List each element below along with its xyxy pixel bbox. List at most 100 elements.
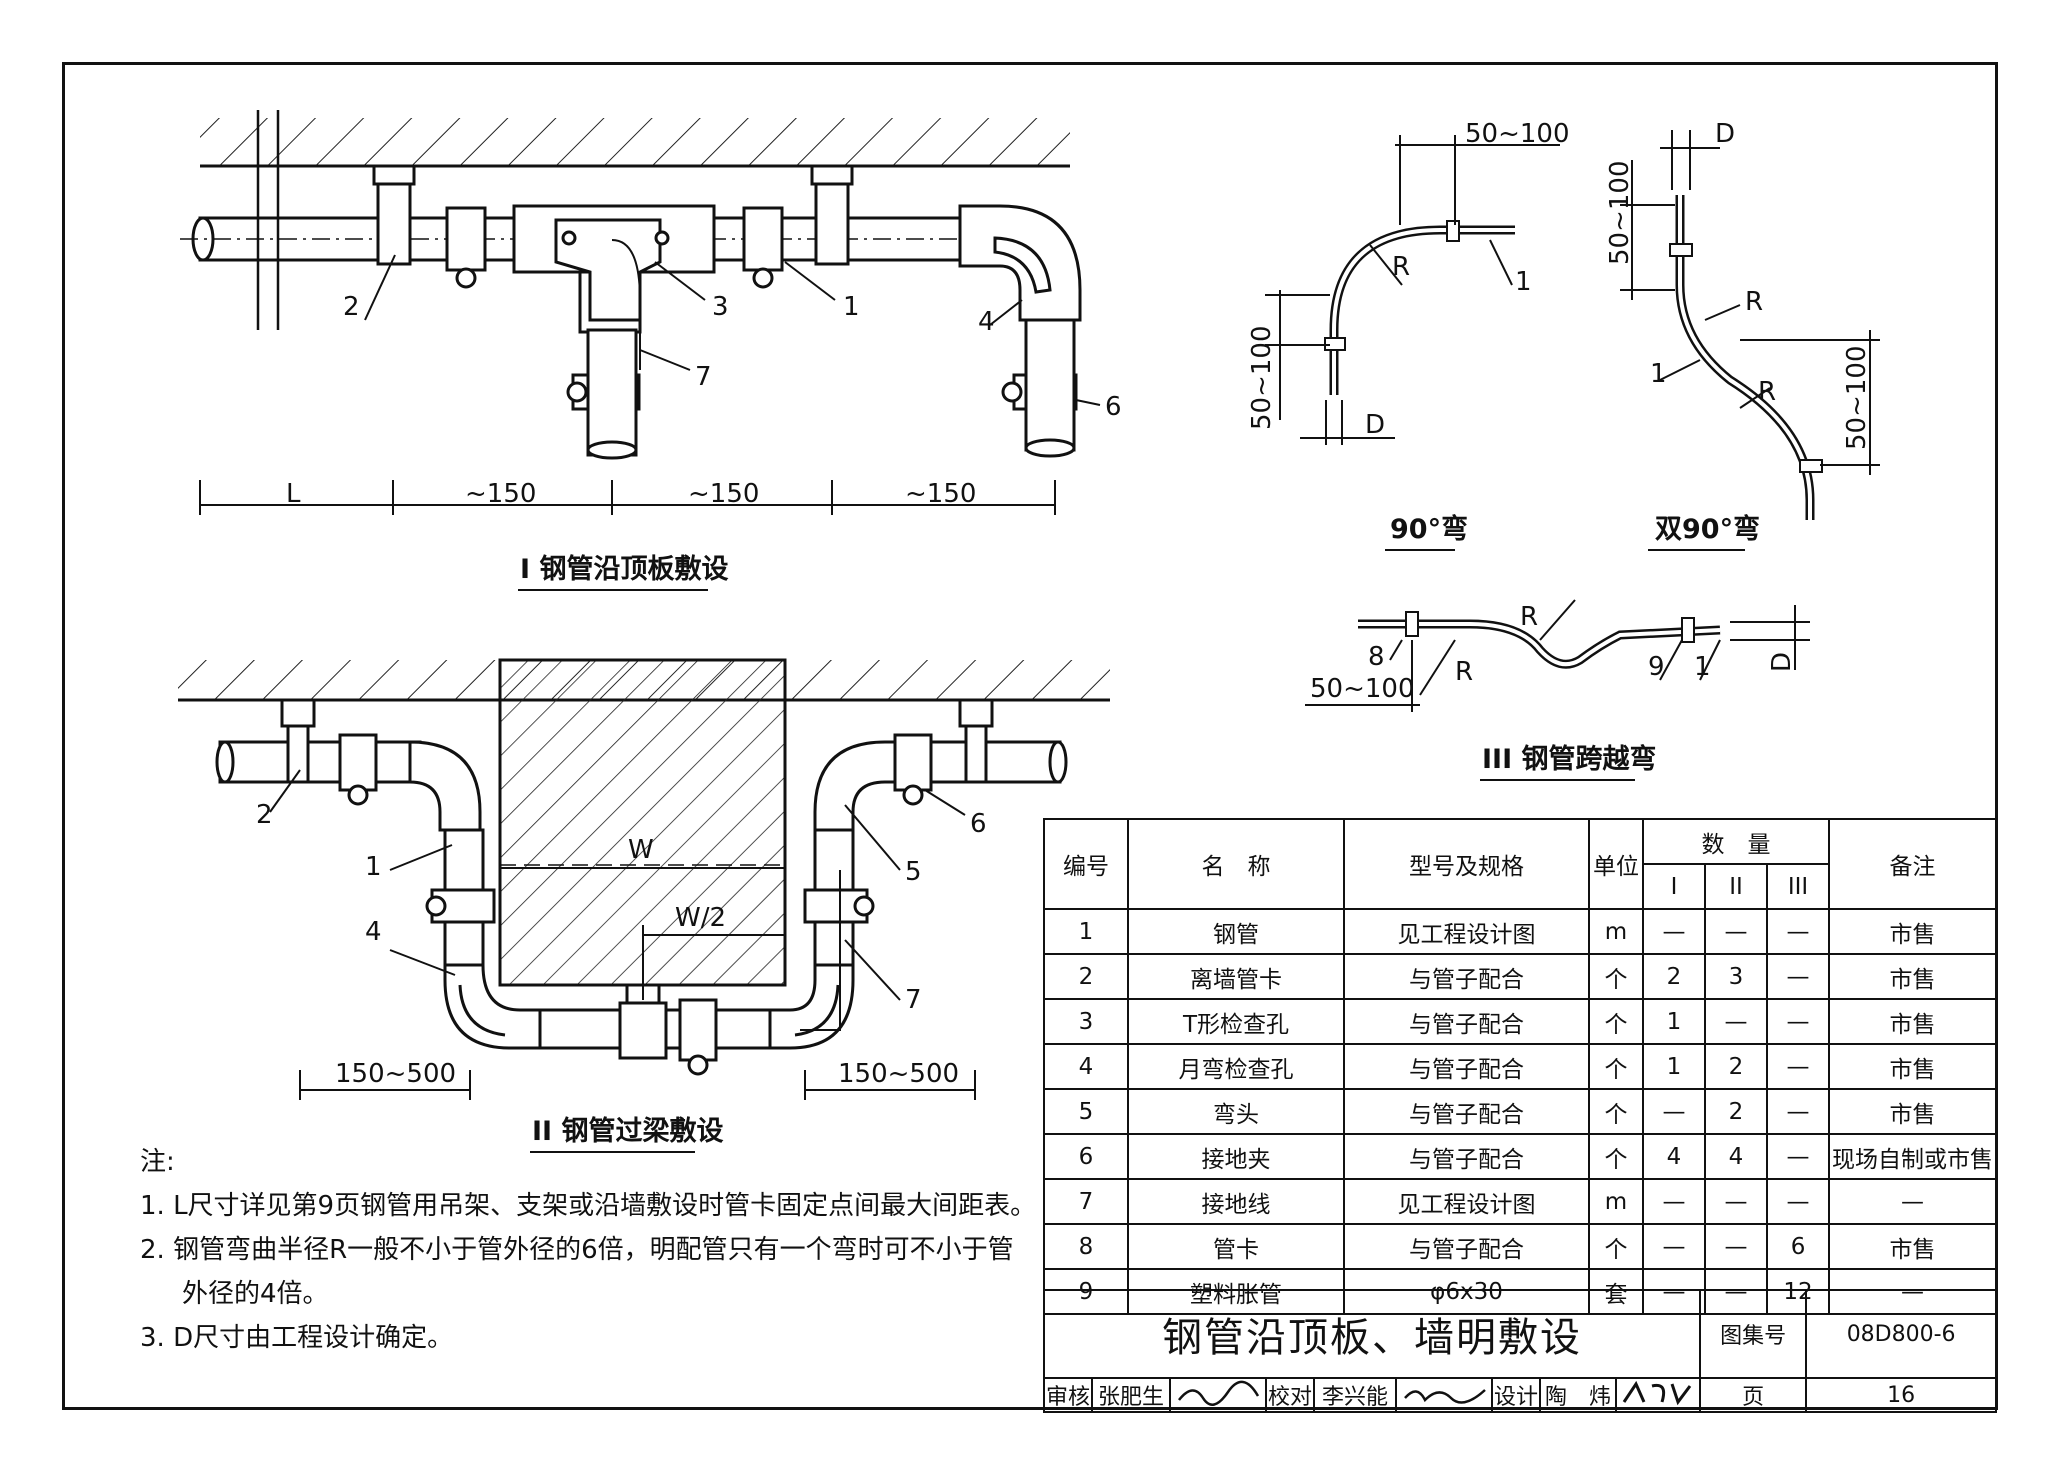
review-name: 张肥生 <box>1091 1377 1171 1413</box>
ceiling-slab-I <box>200 118 1070 166</box>
label-d90-R2: R <box>1758 377 1776 407</box>
cell-spec: 与管子配合 <box>1343 1133 1590 1180</box>
cell-q1: — <box>1642 908 1706 955</box>
cell-q2: 3 <box>1704 953 1768 1000</box>
atlas-label: 图集号 <box>1699 1289 1808 1379</box>
cell-unit: 个 <box>1588 1043 1644 1090</box>
cell-unit: 个 <box>1588 1133 1644 1180</box>
dim-d90-b: 50~100 <box>1842 346 1872 451</box>
diagram-90-bend: 50~100 50~100 D R 1 90°弯 <box>1247 119 1570 551</box>
callout-II-6: 6 <box>970 809 987 839</box>
caption-II: II 钢管过梁敷设 <box>532 1115 724 1147</box>
review-label: 审核 <box>1043 1377 1093 1413</box>
cell-q2: — <box>1704 908 1768 955</box>
note-2: 2. 钢管弯曲半径R一般不小于管外径的6倍，明配管只有一个弯时可不小于管 <box>140 1235 1014 1265</box>
diagram-double-90-bend: D 50~100 50~100 R R 1 双90°弯 <box>1605 119 1880 551</box>
dim-II-150b: 150~500 <box>838 1059 959 1089</box>
callout-II-7: 7 <box>905 985 922 1015</box>
notes: 注: 1. L尺寸详见第9页钢管用吊架、支架或沿墙敷设时管卡固定点间最大间距表。… <box>140 1140 1037 1360</box>
callout-I-2: 2 <box>343 292 360 322</box>
elbow-inspection-fitting <box>958 204 1082 458</box>
cell-unit: 个 <box>1588 1088 1644 1135</box>
cell-spec: 与管子配合 <box>1343 1088 1590 1135</box>
cell-unit: m <box>1588 1178 1644 1225</box>
cell-no: 2 <box>1043 953 1129 1000</box>
cell-q3: — <box>1765 1133 1831 1180</box>
cell-q3: 6 <box>1765 1223 1831 1270</box>
cell-q2: 2 <box>1704 1088 1768 1135</box>
cell-q1: — <box>1642 1088 1706 1135</box>
cell-spec: 与管子配合 <box>1343 1223 1590 1270</box>
cell-no: 6 <box>1043 1133 1129 1180</box>
label-90-R: R <box>1392 252 1410 282</box>
design-name: 陶 炜 <box>1539 1377 1617 1413</box>
dim-d90-D: D <box>1715 119 1735 149</box>
standoff-clamp <box>372 164 854 266</box>
cell-unit: 个 <box>1588 998 1644 1045</box>
cell-spec: 与管子配合 <box>1343 953 1590 1000</box>
cell-name: 弯头 <box>1127 1088 1345 1135</box>
cell-q3: — <box>1765 953 1831 1000</box>
dim-II-150a: 150~500 <box>335 1059 456 1089</box>
cell-q3: — <box>1765 998 1831 1045</box>
cell-name: T形检查孔 <box>1127 998 1345 1045</box>
review-signature <box>1169 1377 1267 1413</box>
check-name: 李兴能 <box>1313 1377 1397 1413</box>
note-1: 1. L尺寸详见第9页钢管用吊架、支架或沿墙敷设时管卡固定点间最大间距表。 <box>140 1191 1037 1221</box>
dim-II-W2: W/2 <box>675 903 726 933</box>
callout-I-3: 3 <box>712 292 729 322</box>
cell-q1: — <box>1642 1178 1706 1225</box>
cell-remark: 市售 <box>1828 1223 1998 1270</box>
dim-I-L: L <box>286 479 301 509</box>
callout-II-4: 4 <box>365 917 382 947</box>
cell-q3: — <box>1765 1043 1831 1090</box>
check-signature-scribble <box>1404 1389 1486 1404</box>
label-d90-R1: R <box>1745 287 1763 317</box>
cell-name: 钢管 <box>1127 908 1345 955</box>
callout-II-2: 2 <box>256 800 273 830</box>
cell-q1: 2 <box>1642 953 1706 1000</box>
caption-90: 90°弯 <box>1390 513 1468 545</box>
cell-q2: 2 <box>1704 1043 1768 1090</box>
header-spec: 型号及规格 <box>1343 818 1590 910</box>
cell-q3: — <box>1765 908 1831 955</box>
cell-remark: 市售 <box>1828 998 1998 1045</box>
cell-name: 接地线 <box>1127 1178 1345 1225</box>
cell-unit: 个 <box>1588 1223 1644 1270</box>
cell-no: 5 <box>1043 1088 1129 1135</box>
page-number: 16 <box>1805 1377 1998 1413</box>
label-III-9: 9 <box>1648 652 1665 682</box>
review-signature-scribble <box>1178 1380 1260 1406</box>
cell-q1: 4 <box>1642 1133 1706 1180</box>
caption-I: I 钢管沿顶板敷设 <box>520 553 728 585</box>
note-2-cont: 外径的4倍。 <box>182 1279 329 1309</box>
dim-90-a: 50~100 <box>1465 119 1570 149</box>
cell-q1: 1 <box>1642 998 1706 1045</box>
callout-I-4: 4 <box>978 307 995 337</box>
t-inspection-fitting <box>512 204 716 334</box>
check-signature <box>1395 1377 1493 1413</box>
label-III-1: 1 <box>1694 652 1711 682</box>
check-label: 校对 <box>1265 1377 1315 1413</box>
header-qty: 数 量 <box>1641 818 1831 865</box>
callout-II-1: 1 <box>365 852 382 882</box>
cell-name: 离墙管卡 <box>1127 953 1345 1000</box>
dim-I-150b: ~150 <box>688 479 759 509</box>
dim-I-150a: ~150 <box>465 479 536 509</box>
cell-no: 7 <box>1043 1178 1129 1225</box>
caption-III: III 钢管跨越弯 <box>1482 743 1657 775</box>
cell-remark: — <box>1828 1178 1998 1225</box>
dim-I-150c: ~150 <box>905 479 976 509</box>
atlas-number: 08D800-6 <box>1805 1289 1998 1379</box>
diagram-I: 2 3 1 4 7 6 L ~150 ~150 ~150 I 钢管沿顶板敷设 <box>180 110 1122 591</box>
header-no: 编号 <box>1043 818 1129 910</box>
header-q3: III <box>1765 863 1831 910</box>
cell-name: 管卡 <box>1127 1223 1345 1270</box>
